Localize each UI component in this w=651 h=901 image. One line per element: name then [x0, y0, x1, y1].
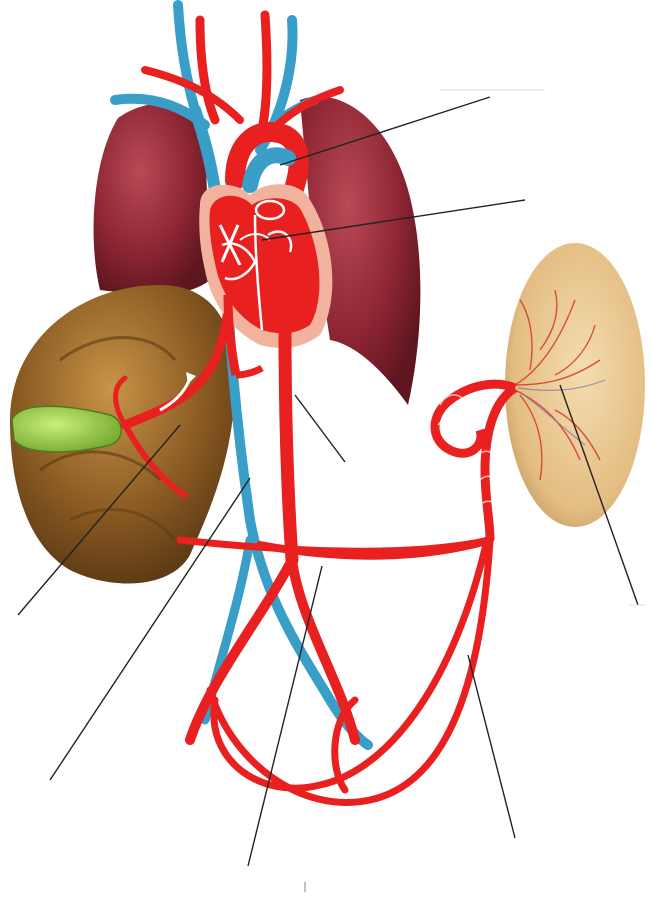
inferior-vena-cava — [228, 300, 368, 745]
umbilical-cord — [435, 384, 515, 540]
leader-line-3 — [295, 395, 345, 462]
placenta — [505, 243, 645, 527]
left-lung — [94, 104, 210, 295]
leader-line-7 — [468, 655, 515, 838]
gallbladder — [12, 406, 121, 452]
